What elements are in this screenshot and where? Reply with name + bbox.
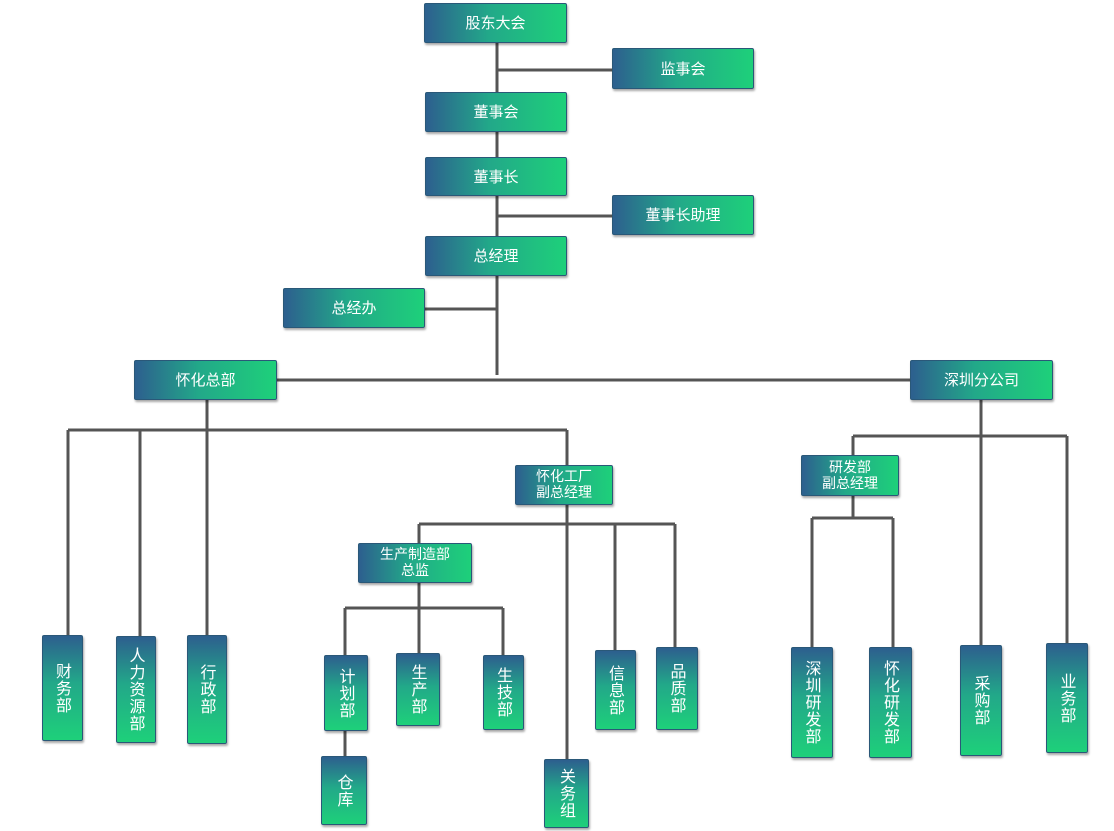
node-production-director[interactable]: 生产制造部 总监 [358, 543, 472, 583]
node-huaihua-rd[interactable]: 怀化研发部 [869, 647, 912, 758]
node-shareholders[interactable]: 股东大会 [424, 3, 567, 43]
node-gm-office[interactable]: 总经办 [283, 288, 425, 328]
node-production[interactable]: 生产部 [396, 653, 440, 726]
node-chairman-assistant[interactable]: 董事长助理 [612, 195, 754, 235]
node-general-manager[interactable]: 总经理 [425, 236, 567, 276]
node-info[interactable]: 信息部 [595, 650, 636, 730]
node-planning[interactable]: 计划部 [324, 655, 368, 731]
node-huaihua-factory-vgm[interactable]: 怀化工厂 副总经理 [515, 465, 613, 505]
node-supervisory-board[interactable]: 监事会 [612, 48, 754, 89]
node-admin[interactable]: 行政部 [187, 635, 227, 744]
node-board[interactable]: 董事会 [425, 92, 567, 132]
node-chairman[interactable]: 董事长 [425, 157, 567, 196]
node-business[interactable]: 业务部 [1046, 643, 1088, 753]
node-purchasing[interactable]: 采购部 [960, 645, 1002, 756]
node-rd-vgm[interactable]: 研发部 副总经理 [801, 455, 899, 496]
node-relations[interactable]: 关务组 [544, 759, 589, 828]
node-shenzhen-rd[interactable]: 深圳研发部 [791, 647, 833, 758]
node-shenzhen-branch[interactable]: 深圳分公司 [910, 360, 1053, 400]
node-quality[interactable]: 品质部 [656, 647, 698, 730]
node-prod-tech[interactable]: 生技部 [483, 655, 524, 730]
node-finance[interactable]: 财务部 [42, 635, 83, 741]
node-warehouse[interactable]: 仓库 [321, 756, 367, 825]
node-huaihua-hq[interactable]: 怀化总部 [134, 360, 277, 400]
node-hr[interactable]: 人力资源部 [116, 636, 156, 743]
